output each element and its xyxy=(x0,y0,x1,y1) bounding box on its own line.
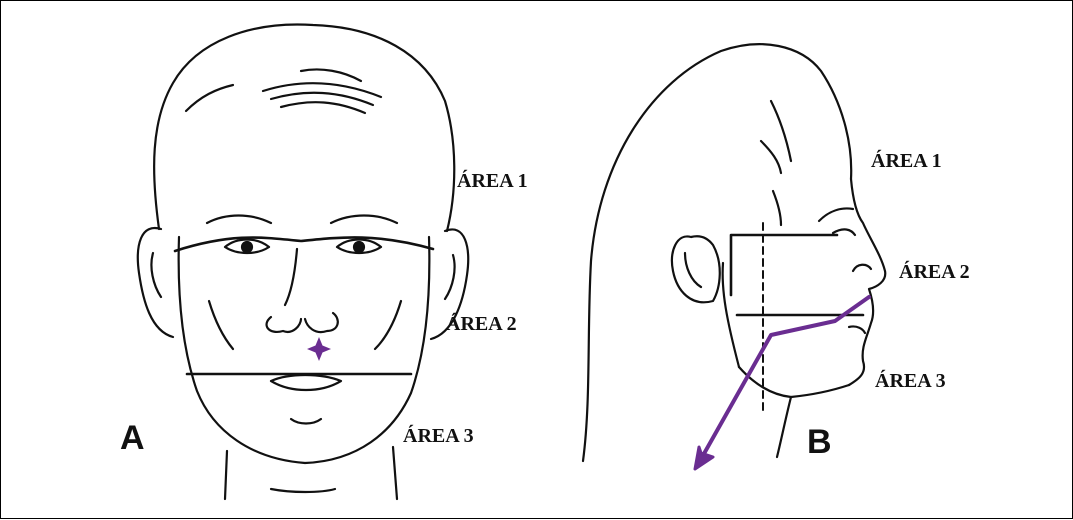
side-area3-label: ÁREA 3 xyxy=(875,371,946,391)
arrow-icon xyxy=(701,297,869,459)
panel-a-letter: A xyxy=(120,421,145,455)
front-area3-label: ÁREA 3 xyxy=(403,426,474,446)
side-area2-label: ÁREA 2 xyxy=(899,262,970,282)
side-area1-label: ÁREA 1 xyxy=(871,151,942,171)
panel-b-letter: B xyxy=(807,425,832,459)
front-left-ear xyxy=(138,228,173,337)
side-ear xyxy=(672,236,720,302)
front-face-outline xyxy=(179,237,430,463)
four-point-star-icon xyxy=(307,337,331,361)
front-area1-label: ÁREA 1 xyxy=(457,171,528,191)
front-area2-label: ÁREA 2 xyxy=(446,314,517,334)
front-hair-outline xyxy=(154,24,454,231)
front-area1-boundary xyxy=(175,237,433,251)
side-area1-boundary xyxy=(731,235,837,295)
side-face-profile xyxy=(849,179,885,385)
